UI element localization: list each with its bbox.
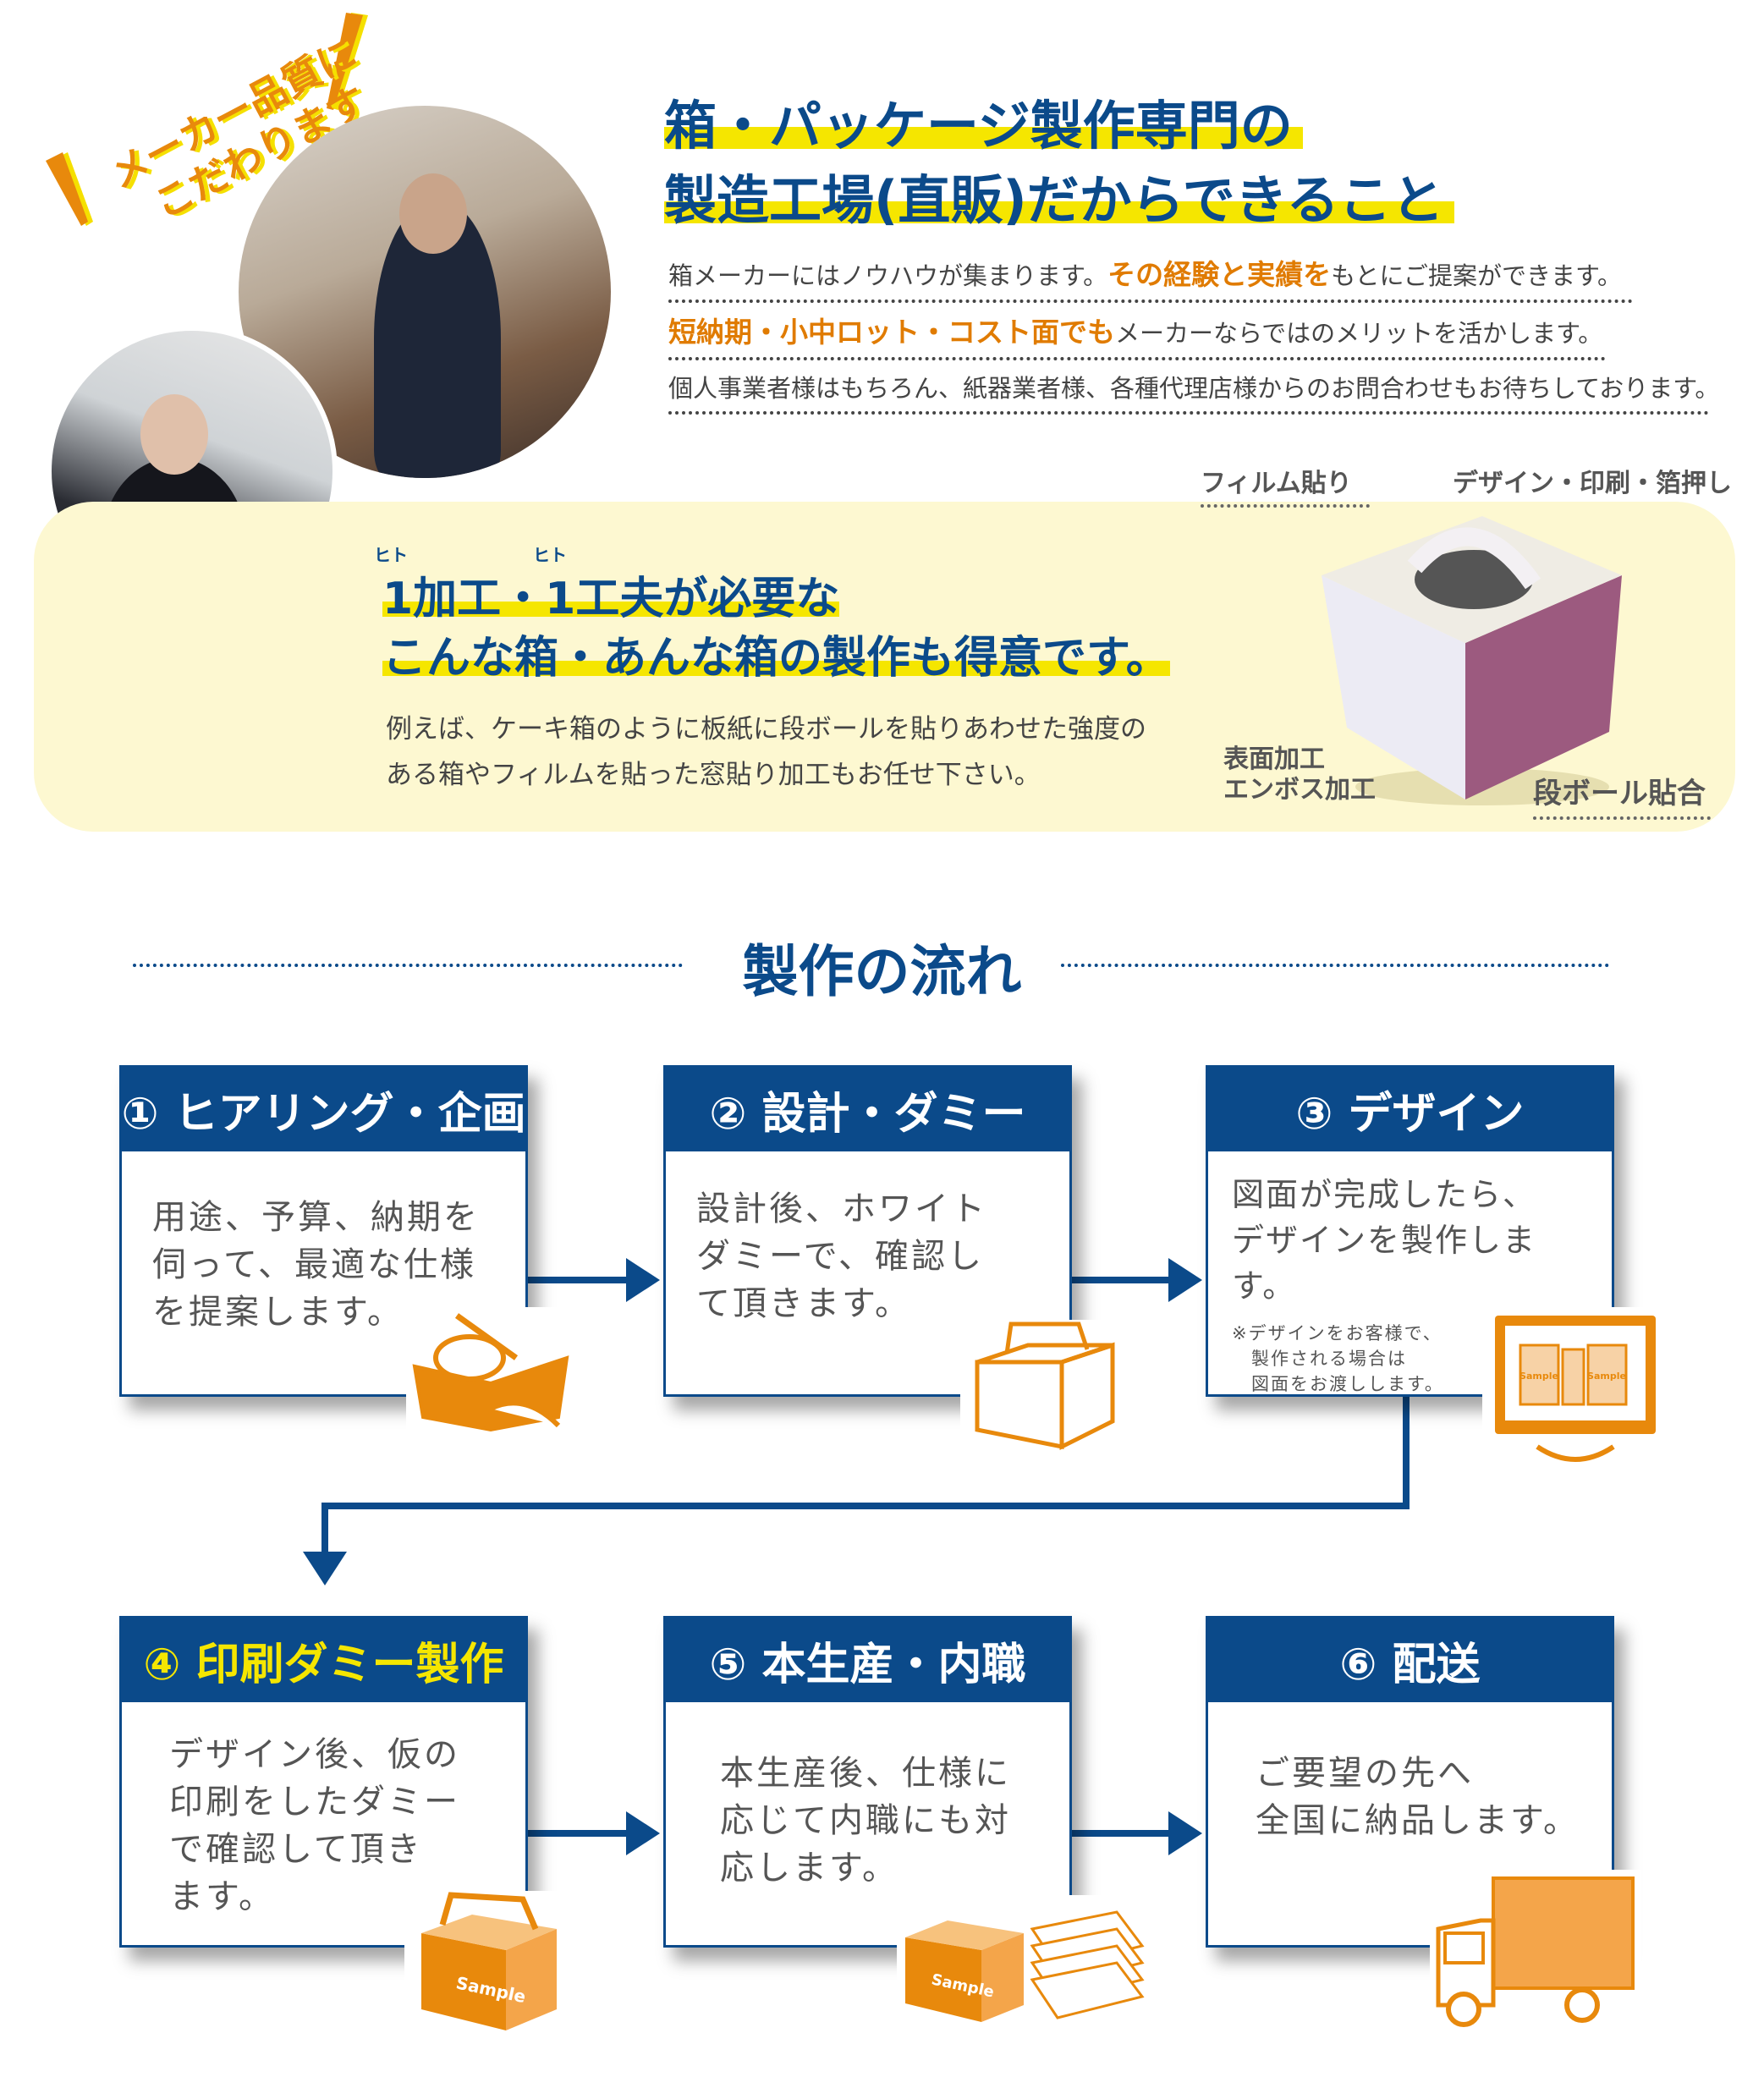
exclamation-marks-icon: [46, 13, 368, 226]
design-monitor-icon: Sample Sample: [1482, 1307, 1668, 1476]
note-line: 製作される場合は: [1232, 1349, 1407, 1369]
step-body: 図面が完成したら、 デザインを製作します。 ※デザインをお客様で、 製作される場…: [1208, 1151, 1612, 1397]
special-title-line2: こんな箱・あんな箱の製作も得意です。: [382, 622, 1170, 685]
quality-badge: メーカー品質に こだわります: [34, 0, 406, 237]
step-body-line: で確認して頂き: [169, 1830, 423, 1869]
white-dummy-box-icon: [960, 1320, 1129, 1455]
label-surface: 表面加工 エンボス加工: [1223, 745, 1376, 805]
step-body-line: て頂きます。: [696, 1284, 911, 1323]
step-body-line: 印刷をしたダミー: [169, 1783, 460, 1822]
flow-title: 製作の流れ: [0, 926, 1764, 1008]
step-body: デザイン後、仮の 印刷をしたダミー で確認して頂き ます。: [122, 1702, 525, 1920]
sample-text: Sample: [1519, 1371, 1558, 1382]
step-title: ⑤ 本生産・内職: [666, 1618, 1069, 1702]
step-body-line: を提案します。: [152, 1293, 404, 1332]
step-body-line: 図面が完成したら、: [1232, 1176, 1537, 1213]
special-title-line1: 1加工・1工夫が必要な: [382, 563, 840, 626]
step-body: ご要望の先へ 全国に納品します。: [1208, 1702, 1612, 1844]
delivery-truck-icon: [1430, 1870, 1641, 2030]
intro-line-2: 短納期・小中ロット・コスト面でもメーカーならではのメリットを活かします。: [668, 310, 1606, 360]
office-meeting-photo: [239, 106, 611, 478]
cake-box-photo: [1322, 516, 1622, 805]
step-body-line: ダミーで、確認し: [696, 1237, 984, 1276]
intro-highlight: その経験と実績を: [1107, 258, 1332, 291]
intro-highlight: 短納期・小中ロット・コスト面でも: [668, 316, 1115, 349]
hero-title-line2: 製造工場(直販)だからできること: [664, 169, 1454, 231]
label-surface1: 表面加工: [1223, 745, 1325, 774]
step-body: 用途、予算、納期を 伺って、最適な仕様 を提案します。: [122, 1151, 525, 1336]
step-body-line: 応じて内職にも対: [720, 1801, 1011, 1840]
special-body: 例えば、ケーキ箱のように板紙に段ボールを貼りあわせた強度の ある箱やフィルムを貼…: [386, 706, 1146, 798]
connector-line: [1403, 1397, 1410, 1509]
step-body-line: 伺って、最適な仕様: [152, 1245, 476, 1284]
divider-right: [1061, 964, 1609, 967]
step-card-4: ④ 印刷ダミー製作 デザイン後、仮の 印刷をしたダミー で確認して頂き ます。: [119, 1616, 528, 1948]
intro-text: 箱メーカーにはノウハウが集まります。: [668, 261, 1108, 290]
intro-text: もとにご提案ができます。: [1331, 261, 1623, 290]
step-body-line: 全国に納品します。: [1256, 1801, 1580, 1840]
intro-line-1: 箱メーカーにはノウハウが集まります。その経験と実績をもとにご提案ができます。: [668, 252, 1633, 303]
special-title-text: こんな箱・あんな箱の製作も得意です。: [382, 633, 1170, 684]
step-body-line: 用途、予算、納期を: [152, 1198, 480, 1237]
label-design: デザイン・印刷・箔押し: [1453, 469, 1732, 498]
label-corrugated: 段ボール貼合: [1533, 770, 1711, 820]
note-line: ※デザインをお客様で、: [1232, 1323, 1443, 1343]
special-title-text: 1加工・1工夫が必要な: [382, 574, 840, 624]
label-surface2: エンボス加工: [1223, 775, 1376, 805]
step-body: 本生産後、仕様に 応じて内職にも対 応します。: [666, 1702, 1069, 1892]
note-line: 図面をお渡しします。: [1232, 1374, 1444, 1394]
step-body-line: 応します。: [720, 1849, 898, 1887]
arrow-down-icon: [303, 1552, 347, 1585]
sample-text: Sample: [1587, 1371, 1626, 1382]
step-title: ④ 印刷ダミー製作: [122, 1618, 525, 1702]
ruby-text: ヒト: [374, 545, 408, 565]
step-title: ② 設計・ダミー: [666, 1068, 1069, 1151]
printed-sample-box-icon: Sample: [404, 1891, 574, 2035]
hero-title: 箱・パッケージ製作専門の 製造工場(直販)だからできること: [664, 89, 1454, 238]
special-body-line1: 例えば、ケーキ箱のように板紙に段ボールを貼りあわせた強度の: [386, 714, 1146, 745]
arrow-right-icon: [1072, 1258, 1202, 1302]
step-body-line: ます。: [169, 1877, 275, 1916]
hero-title-line1: 箱・パッケージ製作専門の: [664, 95, 1303, 157]
special-body-line2: ある箱やフィルムを貼った窓貼り加工もお任せ下さい。: [386, 760, 1041, 790]
hearing-book-icon: [406, 1307, 584, 1434]
arrow-right-icon: [528, 1811, 660, 1855]
step-body-line: 本生産後、仕様に: [720, 1754, 1011, 1793]
step-card-1: ① ヒアリング・企画 用途、予算、納期を 伺って、最適な仕様 を提案します。: [119, 1065, 528, 1397]
flow-title-text: 製作の流れ: [717, 939, 1047, 1004]
production-boxes-icon: Sample: [897, 1895, 1151, 2030]
step-title: ① ヒアリング・企画: [121, 1068, 526, 1151]
label-film: フィルム貼り: [1201, 462, 1370, 508]
step-body-line: デザインを製作します。: [1232, 1222, 1537, 1305]
connector-line: [321, 1503, 328, 1553]
ruby-text: ヒト: [533, 545, 567, 565]
intro-text: 個人事業者様はもちろん、紙器業者様、各種代理店様からのお問合わせもお待ちしており…: [668, 374, 1720, 403]
connector-line: [321, 1503, 1410, 1509]
step-body-line: ご要望の先へ: [1256, 1754, 1474, 1793]
step-body-line: デザイン後、仮の: [169, 1735, 460, 1774]
step-title: ③ デザイン: [1208, 1068, 1612, 1151]
divider-left: [133, 964, 683, 967]
intro-line-3: 個人事業者様はもちろん、紙器業者様、各種代理店様からのお問合わせもお待ちしており…: [668, 369, 1719, 415]
step-card-5: ⑤ 本生産・内職 本生産後、仕様に 応じて内職にも対 応します。: [663, 1616, 1072, 1948]
step-body-line: 設計後、ホワイト: [696, 1190, 987, 1228]
arrow-right-icon: [1072, 1811, 1202, 1855]
step-body: 設計後、ホワイト ダミーで、確認し て頂きます。: [666, 1151, 1069, 1327]
intro-text: メーカーならではのメリットを活かします。: [1115, 319, 1603, 348]
step-note: ※デザインをお客様で、 製作される場合は 図面をお渡しします。: [1232, 1321, 1590, 1397]
arrow-right-icon: [528, 1258, 660, 1302]
step-title: ⑥ 配送: [1208, 1618, 1612, 1702]
